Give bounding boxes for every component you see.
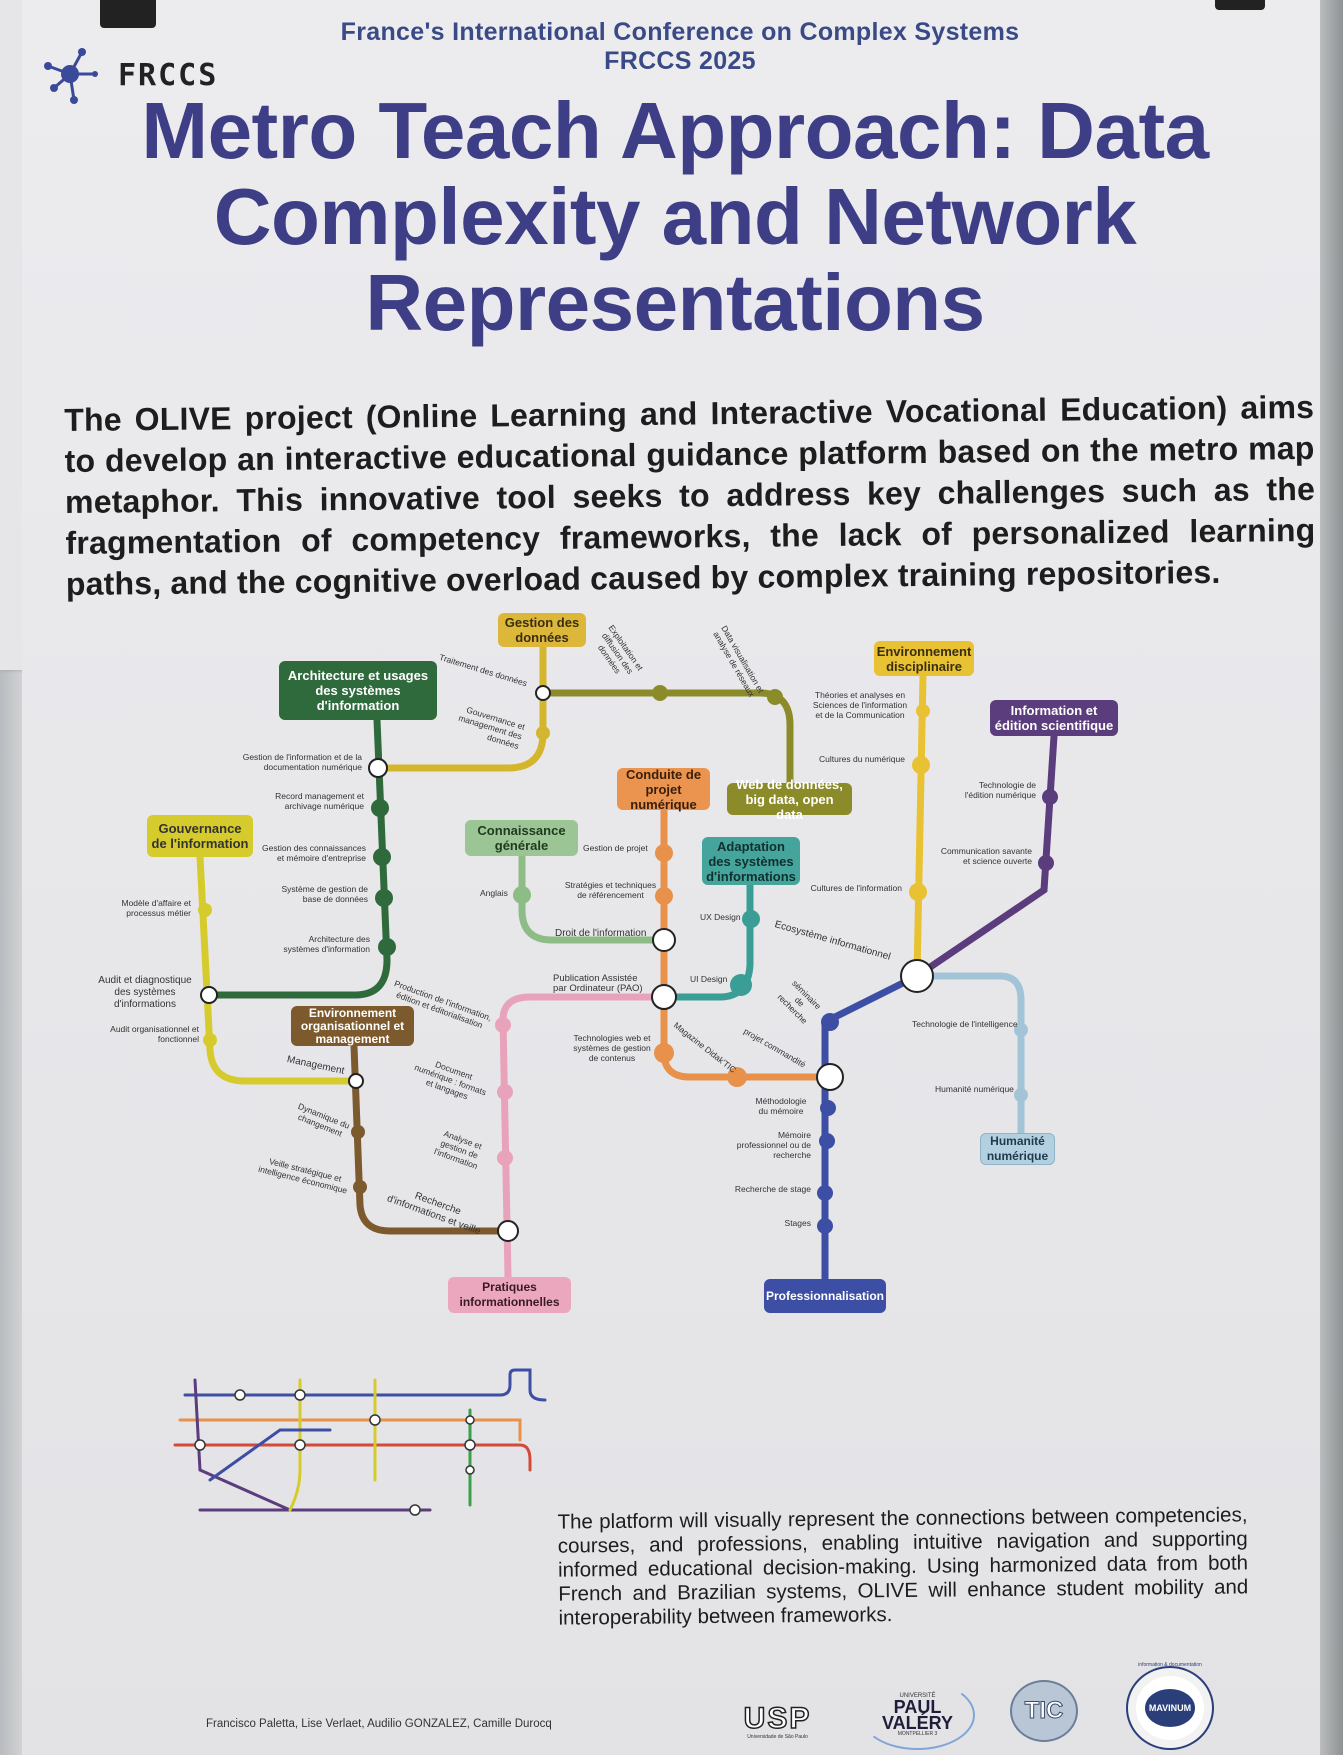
station-label: Système de gestion de base de données — [281, 884, 368, 904]
station-label: Stratégies et techniques de référencemen… — [564, 880, 657, 900]
mavinum-ring-text: information & documentation — [1138, 1662, 1202, 1668]
stations — [198, 685, 1058, 1242]
paul-valery-logo: UNIVERSITÉ PAUL VALÉRY MONTPELLIER 3 — [860, 1680, 975, 1750]
bottom-paragraph: The platform will visually represent the… — [557, 1503, 1249, 1630]
line-box-architecture[interactable]: Architecture et usages des systèmes d'in… — [279, 661, 437, 720]
line-edition-scientifique — [913, 732, 1058, 980]
line-architecture — [205, 716, 391, 999]
station-label: Modèle d'affaire et processus métier — [121, 898, 191, 918]
station-label: Technologie de l'édition numérique — [964, 780, 1036, 800]
station-label: Stages — [784, 1218, 811, 1228]
station-label: Architecture des systèmes d'information — [283, 934, 370, 954]
poster-title: Metro Teach Approach: Data Complexity an… — [141, 86, 1209, 347]
line-box-connaissance[interactable]: Connaissance générale — [465, 820, 578, 856]
station-label: Cultures de l'information — [810, 883, 902, 893]
mini-map-stations — [194, 1389, 476, 1516]
station-label: Record management et archivage numérique — [275, 791, 364, 811]
line-box-env-organisationnel[interactable]: Environnement organisationnel et managem… — [291, 1006, 414, 1046]
station-label: Humanité numérique — [935, 1084, 1014, 1094]
line-box-adaptation[interactable]: Adaptation des systèmes d'informations — [702, 837, 800, 885]
poster — [22, 0, 1320, 1755]
station-label: Audit et diagnostique des systèmes d'inf… — [98, 975, 192, 1010]
station-label: Publication Assistée par Ordinateur (PAO… — [553, 973, 643, 994]
line-box-gestion-donnees[interactable]: Gestion des données — [498, 613, 586, 647]
line-box-edition-scientifique[interactable]: Information et édition scientifique — [990, 700, 1118, 736]
usp-logo-subtext: Universidade de São Paulo — [747, 1734, 808, 1740]
station-label: Mémoire professionnel ou de recherche — [736, 1130, 811, 1160]
station-label: Méthodologie du mémoire — [755, 1096, 807, 1116]
usp-logo: USP Universidade de São Paulo — [730, 1698, 825, 1746]
station-label: Cultures du numérique — [819, 754, 905, 764]
network-node-icon — [44, 48, 98, 104]
line-box-professionnalisation[interactable]: Professionnalisation — [764, 1279, 886, 1313]
station-label: Recherche de stage — [734, 1184, 811, 1194]
station-label: Technologie de l'intelligence — [912, 1019, 1018, 1029]
station-label: UI Design — [690, 974, 728, 984]
conference-header: France's International Conference on Com… — [250, 18, 1110, 76]
conference-short: FRCCS 2025 — [604, 47, 756, 75]
line-humanite-numerique — [913, 972, 1025, 1137]
binder-clip — [100, 0, 156, 28]
line-box-humanite-numerique[interactable]: Humanité numérique — [980, 1133, 1055, 1165]
station-label: UX Design — [700, 912, 741, 922]
station-label: Gestion de l'information et de la docume… — [242, 752, 362, 772]
mini-metro-map — [173, 1368, 547, 1512]
station-label: Communication savante et science ouverte — [940, 846, 1032, 866]
station-label: Droit de l'information — [555, 928, 647, 939]
station-label: Gestion de projet — [583, 843, 648, 853]
line-box-conduite-projet[interactable]: Conduite de projet numérique — [617, 767, 710, 812]
authors: Francisco Paletta, Lise Verlaet, Audilio… — [206, 1718, 552, 1730]
frccs-logo: FRCCS — [40, 44, 260, 114]
line-gouvernance — [196, 853, 360, 1085]
logo-text: FRCCS — [118, 58, 219, 93]
line-box-gouvernance[interactable]: Gouvernance de l'information — [147, 815, 253, 857]
line-env-organisationnel — [350, 1042, 512, 1235]
upv-top: UNIVERSITÉ — [899, 1693, 936, 1699]
usp-logo-text: USP — [743, 1702, 812, 1735]
upv-main2: VALÉRY — [881, 1713, 953, 1733]
conference-name: France's International Conference on Com… — [340, 18, 1020, 46]
line-env-disciplinaire — [913, 672, 927, 980]
tic-logo: TIC — [1010, 1680, 1078, 1742]
station-label: Audit organisationnel et fonctionnel — [110, 1024, 199, 1044]
line-web-donnees — [539, 689, 794, 789]
mavinum-logo: MAVINUM information & documentation — [1128, 1662, 1212, 1748]
station-label: Anglais — [480, 888, 508, 898]
mavinum-logo-text: MAVINUM — [1144, 1689, 1196, 1727]
station-label: Technologies web et systèmes de gestion … — [573, 1033, 651, 1063]
upv-main1: PAUL — [893, 1697, 942, 1717]
line-box-pratiques[interactable]: Pratiques informationnelles — [448, 1277, 571, 1313]
tic-logo-text: TIC — [1024, 1697, 1064, 1725]
line-box-web-donnees[interactable]: Web de données, big data, open data — [727, 777, 852, 822]
line-connaissance — [518, 852, 668, 944]
station-label: Théories et analyses en Sciences de l'in… — [812, 690, 908, 720]
station-label: Gestion des connaissances et mémoire d'e… — [262, 843, 366, 863]
upv-sub: MONTPELLIER 3 — [897, 1731, 938, 1737]
line-box-env-disciplinaire[interactable]: Environnement disciplinaire — [874, 641, 974, 676]
binder-clip — [1215, 0, 1265, 10]
